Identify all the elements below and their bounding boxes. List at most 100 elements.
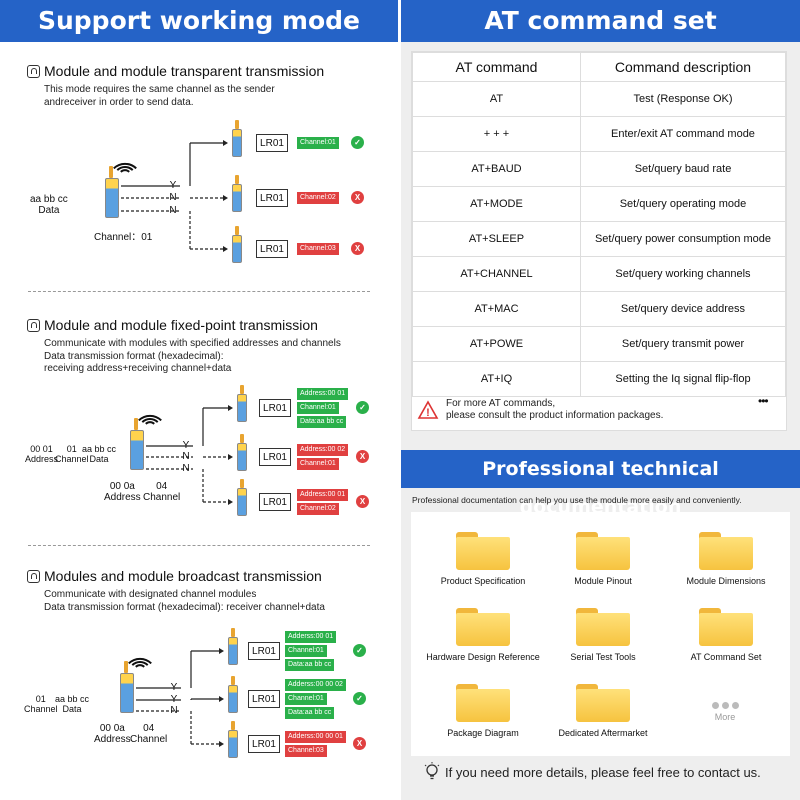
lora-module bbox=[232, 184, 242, 212]
desc-line: Communicate with modules with specified … bbox=[44, 338, 341, 349]
data-caption: Data bbox=[38, 205, 60, 216]
folder-icon bbox=[576, 682, 630, 722]
lora-module bbox=[130, 430, 144, 470]
receiver-tag: Address:00 01 bbox=[297, 388, 349, 400]
receiver-tag: Channel:03 bbox=[285, 745, 327, 757]
wireless-icon bbox=[27, 318, 40, 332]
lora-module bbox=[120, 673, 134, 713]
at-command-cell: AT+CHANNEL bbox=[412, 256, 581, 292]
receiver-tag: Channel:01 bbox=[285, 693, 327, 705]
mode2-src-address: 00 01 Address bbox=[25, 444, 58, 464]
receiver-id-box: LR01 bbox=[248, 735, 280, 753]
doc-item[interactable]: Product Specification bbox=[423, 530, 543, 586]
doc-label: Module Pinout bbox=[574, 576, 632, 586]
link-label: N bbox=[169, 192, 177, 203]
doc-item[interactable]: Module Pinout bbox=[543, 530, 663, 586]
lora-module bbox=[228, 730, 238, 758]
more-commands-dots[interactable]: ••• bbox=[758, 394, 769, 408]
doc-item[interactable]: Module Dimensions bbox=[666, 530, 786, 586]
src-caption: Channel bbox=[24, 704, 58, 714]
receiver-id-box: LR01 bbox=[256, 240, 288, 258]
col-header-description: Command description bbox=[580, 52, 786, 82]
module-caption: Address bbox=[104, 492, 141, 503]
doc-item[interactable]: Hardware Design Reference bbox=[423, 606, 543, 662]
at-description-cell: Set/query transmit power bbox=[580, 326, 786, 362]
at-command-cell: AT+POWE bbox=[412, 326, 581, 362]
at-description-cell: Set/query working channels bbox=[580, 256, 786, 292]
receiver-tag: Channel:02 bbox=[297, 192, 339, 204]
doc-label: AT Command Set bbox=[690, 652, 762, 662]
mode3-module-address: 00 0a Address bbox=[94, 723, 131, 745]
antenna bbox=[235, 120, 239, 129]
col-header-command: AT command bbox=[412, 52, 581, 82]
receiver-tag: Channel:02 bbox=[297, 503, 339, 515]
at-command-cell: AT+MODE bbox=[412, 186, 581, 222]
antenna bbox=[124, 661, 128, 673]
data-value: aa bb cc bbox=[30, 194, 68, 205]
arrow-head bbox=[219, 648, 224, 654]
antenna bbox=[231, 721, 235, 730]
lightbulb-icon bbox=[424, 762, 440, 780]
doc-item[interactable]: Package Diagram bbox=[423, 682, 543, 738]
check-icon: ✓ bbox=[351, 136, 364, 149]
contact-line: If you need more details, please feel fr… bbox=[423, 762, 761, 782]
wireless-icon bbox=[27, 64, 40, 78]
receiver-tag: Data:aa bb cc bbox=[285, 659, 335, 671]
module-value: 00 0a bbox=[109, 481, 135, 492]
arrow-head bbox=[228, 454, 233, 460]
warning-icon: ! bbox=[417, 400, 439, 419]
mode1-data-label: aa bb cc Data bbox=[30, 194, 68, 216]
desc-line: andreceiver in order to send data. bbox=[44, 96, 194, 108]
receiver-tag: Adderss:00 00 01 bbox=[285, 731, 346, 743]
folder-icon bbox=[699, 530, 753, 570]
mode3-title-text: Modules and module broadcast transmissio… bbox=[44, 568, 322, 584]
receiver-tag: Channel:01 bbox=[285, 645, 327, 657]
diagram-lines bbox=[113, 140, 233, 747]
column-divider bbox=[398, 0, 401, 800]
signal-wave bbox=[138, 414, 162, 422]
signal-wave bbox=[113, 162, 137, 170]
receiver-tag: Channel:01 bbox=[297, 402, 339, 414]
folder-icon bbox=[699, 606, 753, 646]
doc-label: Serial Test Tools bbox=[570, 652, 636, 662]
table-note: ! For more AT commands, please consult t… bbox=[417, 398, 664, 422]
doc-item[interactable]: AT Command Set bbox=[666, 606, 786, 662]
cross-icon: X bbox=[351, 191, 364, 204]
docs-more[interactable]: More bbox=[707, 702, 743, 722]
src-caption: Address bbox=[25, 454, 59, 464]
module-caption: Channel bbox=[143, 492, 181, 503]
contact-text: If you need more details, please feel fr… bbox=[445, 764, 761, 780]
divider bbox=[28, 545, 370, 546]
cross-icon: X bbox=[353, 737, 366, 750]
src-value: 01 bbox=[35, 694, 46, 704]
link-label: N bbox=[170, 705, 178, 716]
receiver-id-box: LR01 bbox=[248, 642, 280, 660]
desc-line: Communicate with designated channel modu… bbox=[44, 589, 257, 600]
at-command-row: + + +Enter/exit AT command mode bbox=[412, 116, 786, 152]
arrow-head bbox=[223, 140, 228, 146]
at-command-cell: AT+SLEEP bbox=[412, 221, 581, 257]
link-label: Y bbox=[170, 682, 178, 693]
src-caption: Data bbox=[89, 454, 109, 464]
signal-wave bbox=[141, 418, 159, 423]
note-line: For more AT commands, bbox=[446, 398, 556, 409]
folder-icon bbox=[456, 682, 510, 722]
desc-line: Data transmission format (hexadecimal): … bbox=[44, 601, 325, 613]
arrow-head bbox=[219, 696, 224, 702]
arrow-head bbox=[223, 195, 228, 201]
wireless-icon bbox=[27, 569, 40, 583]
doc-item[interactable]: Dedicated Aftermarket bbox=[543, 682, 663, 738]
at-description-cell: Set/query power consumption mode bbox=[580, 221, 786, 257]
doc-item[interactable]: Serial Test Tools bbox=[543, 606, 663, 662]
mode1-channel-label: Channel：01 bbox=[94, 232, 153, 243]
arrow-head bbox=[228, 405, 233, 411]
receiver-id-box: LR01 bbox=[248, 690, 280, 708]
note-line: please consult the product information p… bbox=[446, 410, 664, 421]
lora-module bbox=[228, 637, 238, 665]
receiver-id-box: LR01 bbox=[259, 493, 291, 511]
mode1-title: Module and module transparent transmissi… bbox=[27, 63, 324, 79]
receiver-id-box: LR01 bbox=[259, 448, 291, 466]
